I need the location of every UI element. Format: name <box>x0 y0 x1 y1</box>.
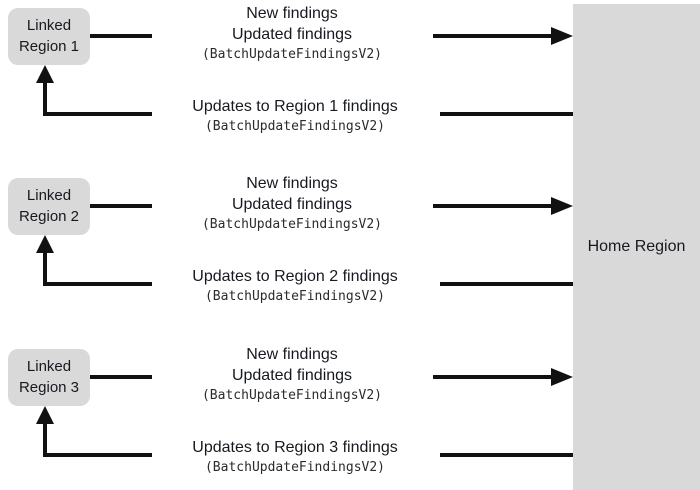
linked-region-3-box: Linked Region 3 <box>8 349 90 406</box>
return-line-left <box>43 282 152 286</box>
linked-region-3-label: Linked Region 3 <box>18 358 80 396</box>
return-elbow-vertical <box>43 249 47 286</box>
return-api-label: (BatchUpdateFindingsV2) <box>204 119 385 134</box>
return-label: Updates to Region 2 findings <box>192 268 398 285</box>
return-elbow-vertical <box>43 420 47 457</box>
return-elbow-vertical <box>43 79 47 116</box>
forward-api-label: (BatchUpdateFindingsV2) <box>201 217 382 232</box>
linked-region-1-label: Linked Region 1 <box>18 17 80 55</box>
forward-line-left <box>90 204 152 208</box>
return-arrowhead-icon <box>36 235 54 253</box>
forward-label-group: New findings Updated findings (BatchUpda… <box>167 344 417 405</box>
region-row-3: Linked Region 3 New findings Updated fin… <box>0 341 573 490</box>
forward-label-line2: Updated findings <box>231 196 353 213</box>
forward-label-line2: Updated findings <box>231 26 353 43</box>
return-api-label: (BatchUpdateFindingsV2) <box>204 289 385 304</box>
forward-api-label: (BatchUpdateFindingsV2) <box>201 388 382 403</box>
forward-line-right <box>433 34 552 38</box>
return-arrowhead-icon <box>36 406 54 424</box>
forward-label-line1: New findings <box>246 346 338 363</box>
return-arrowhead-icon <box>36 65 54 83</box>
forward-label-line1: New findings <box>246 5 338 22</box>
return-line-right <box>440 112 573 116</box>
return-label-group: Updates to Region 1 findings (BatchUpdat… <box>160 96 430 136</box>
home-region-label: Home Region <box>587 238 686 255</box>
forward-label-group: New findings Updated findings (BatchUpda… <box>167 3 417 64</box>
return-api-label: (BatchUpdateFindingsV2) <box>204 460 385 475</box>
return-line-right <box>440 453 573 457</box>
linked-region-2-label: Linked Region 2 <box>18 187 80 225</box>
forward-label-line2: Updated findings <box>231 367 353 384</box>
linked-region-1-box: Linked Region 1 <box>8 8 90 65</box>
return-line-left <box>43 112 152 116</box>
forward-line-right <box>433 375 552 379</box>
forward-line-left <box>90 34 152 38</box>
forward-line-left <box>90 375 152 379</box>
forward-line-right <box>433 204 552 208</box>
region-row-2: Linked Region 2 New findings Updated fin… <box>0 170 573 341</box>
return-label: Updates to Region 3 findings <box>192 439 398 456</box>
forward-label-line1: New findings <box>246 175 338 192</box>
return-label-group: Updates to Region 2 findings (BatchUpdat… <box>160 266 430 306</box>
forward-label-group: New findings Updated findings (BatchUpda… <box>167 173 417 234</box>
region-row-1: Linked Region 1 New findings Updated fin… <box>0 0 573 171</box>
return-label: Updates to Region 1 findings <box>192 98 398 115</box>
forward-arrowhead-icon <box>551 197 573 215</box>
home-region-box: Home Region <box>573 4 700 490</box>
return-line-left <box>43 453 152 457</box>
linked-region-2-box: Linked Region 2 <box>8 178 90 235</box>
return-label-group: Updates to Region 3 findings (BatchUpdat… <box>160 437 430 477</box>
return-line-right <box>440 282 573 286</box>
forward-api-label: (BatchUpdateFindingsV2) <box>201 47 382 62</box>
forward-arrowhead-icon <box>551 27 573 45</box>
forward-arrowhead-icon <box>551 368 573 386</box>
